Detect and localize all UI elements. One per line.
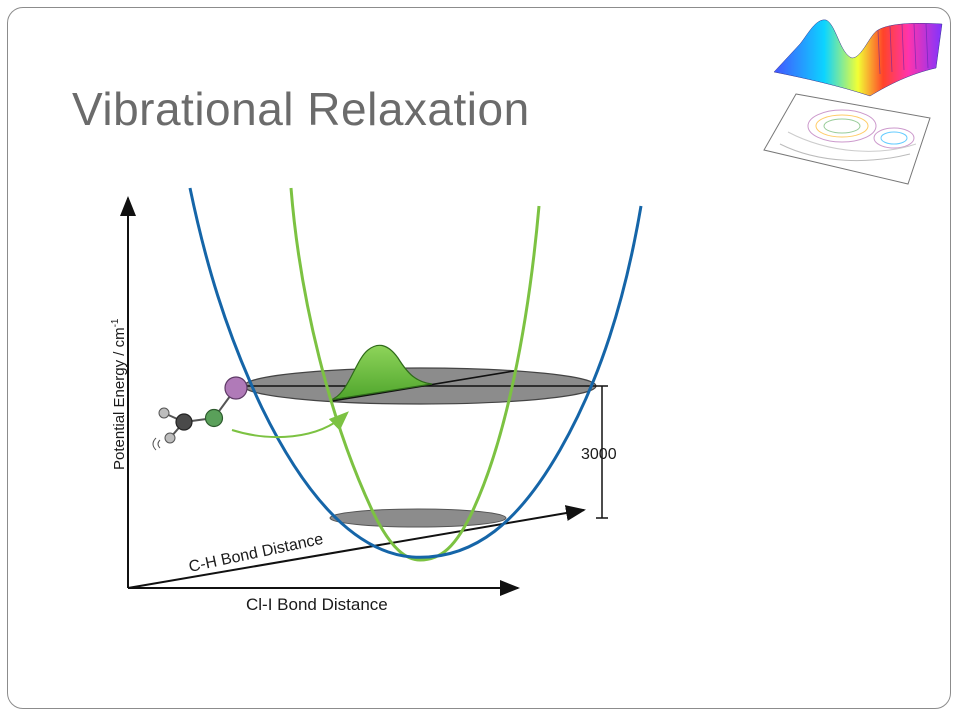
contour-lines [779,109,917,162]
z-axis [127,505,586,589]
molecule [152,376,248,451]
z-axis-label: C-H Bond Distance [187,531,325,576]
iodine-atom [224,376,248,400]
chlorine-atom [204,408,224,428]
cl-i-potential-curve [188,187,643,559]
lower-level-disk [329,508,507,528]
x-axis-label: Cl-I Bond Distance [246,595,388,614]
energy-surface [773,19,943,97]
hydrogen-atom [164,432,176,444]
slide-title: Vibrational Relaxation [72,83,530,135]
potential-energy-surface-logo [763,19,943,185]
contour-plane [763,93,931,185]
energy-gap-label: 3000 [581,446,617,463]
vibration-icon [152,437,161,451]
energy-transfer-arrow [231,411,349,438]
hydrogen-atom [158,407,170,419]
y-axis-label: Potential Energy / cm-1 [110,318,128,470]
wavepacket [329,344,433,401]
carbon-atom [175,413,193,431]
c-h-potential-curve [289,187,541,562]
